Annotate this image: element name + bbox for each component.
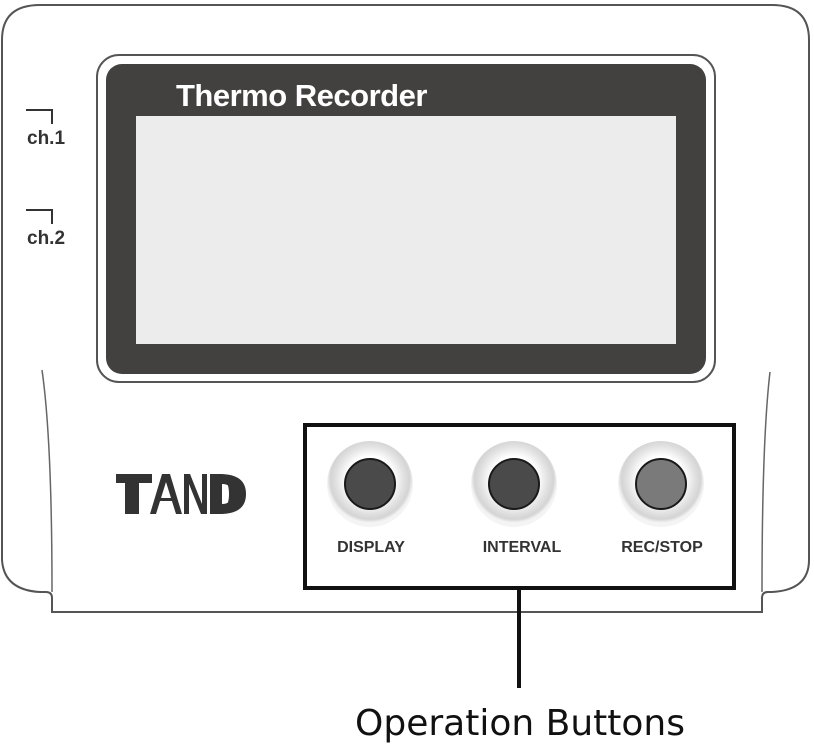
rec-stop-button-label: REC/STOP [621, 539, 703, 556]
tandd-logo [116, 474, 246, 514]
operation-buttons-label: Operation Buttons [355, 703, 685, 744]
lcd-screen [136, 116, 676, 344]
interval-button-label: INTERVAL [483, 539, 562, 556]
channel-2-mark: ch.2 [26, 209, 65, 249]
interval-button[interactable] [488, 458, 540, 510]
channel-2-label: ch.2 [27, 228, 65, 249]
rec-stop-button-group: REC/STOP [618, 441, 704, 556]
channel-1-mark: ch.1 [26, 109, 65, 149]
display-title: Thermo Recorder [176, 78, 427, 113]
channel-1-bracket [26, 109, 53, 124]
channel-2-bracket [26, 209, 53, 224]
interval-button-group: INTERVAL [471, 441, 561, 556]
body-contour-left [41, 369, 53, 593]
display-button[interactable] [344, 458, 396, 510]
rec-stop-button[interactable] [635, 458, 687, 510]
display-button-label: DISPLAY [337, 539, 405, 556]
channel-1-label: ch.1 [27, 128, 65, 149]
display-button-group: DISPLAY [327, 441, 413, 556]
body-contour-right [761, 371, 771, 593]
